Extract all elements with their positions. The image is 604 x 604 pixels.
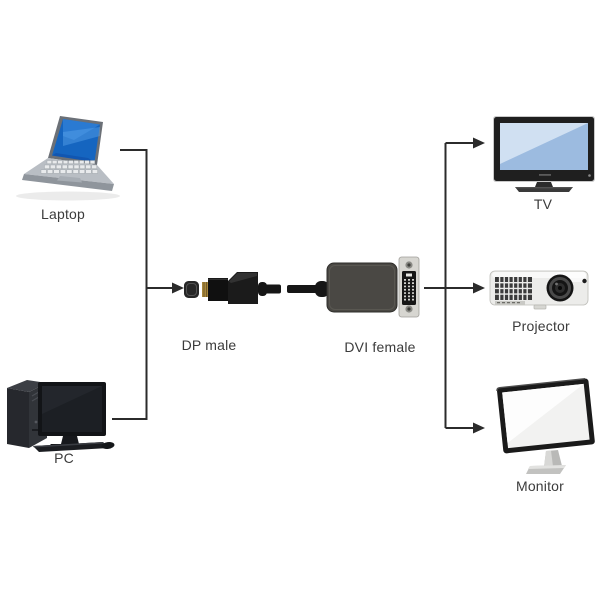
laptop-label: Laptop xyxy=(40,206,86,222)
dvi-female-label: DVI female xyxy=(344,339,416,355)
tv-illustration xyxy=(493,116,595,192)
pc-tower-top xyxy=(7,380,47,392)
arrow-right-icon xyxy=(473,282,485,294)
pc-illustration xyxy=(7,380,115,452)
arrow-right-icon xyxy=(473,137,485,149)
laptop-front-edge xyxy=(22,174,114,191)
arrow-right-icon xyxy=(172,282,184,294)
dp-dvi-adapter-illustration xyxy=(184,256,420,318)
monitor-label: Monitor xyxy=(515,478,565,494)
pc-mouse xyxy=(101,442,115,449)
projector-vent-grill xyxy=(495,277,532,300)
laptop-illustration xyxy=(16,116,120,201)
pc-label: PC xyxy=(54,450,74,466)
laptop-touchpad xyxy=(57,176,82,183)
projector-label: Projector xyxy=(512,318,570,334)
dp-male-plug xyxy=(202,272,258,304)
dp-cap xyxy=(184,281,199,298)
pc-keyboard xyxy=(33,442,109,452)
adapter-cable xyxy=(258,281,329,297)
pc-monitor xyxy=(38,382,106,448)
arrow-right-icon xyxy=(473,422,485,434)
pc-tower-side xyxy=(7,388,29,448)
dvi-female-port xyxy=(398,256,420,318)
converter-box xyxy=(326,262,398,313)
tv-stand-neck xyxy=(535,182,553,187)
projector-lens xyxy=(546,274,574,302)
monitor-illustration xyxy=(496,377,595,474)
tv-label: TV xyxy=(533,196,553,212)
projector-foot xyxy=(533,304,547,310)
dp-male-label: DP male xyxy=(181,337,237,353)
projector-illustration xyxy=(489,270,589,310)
